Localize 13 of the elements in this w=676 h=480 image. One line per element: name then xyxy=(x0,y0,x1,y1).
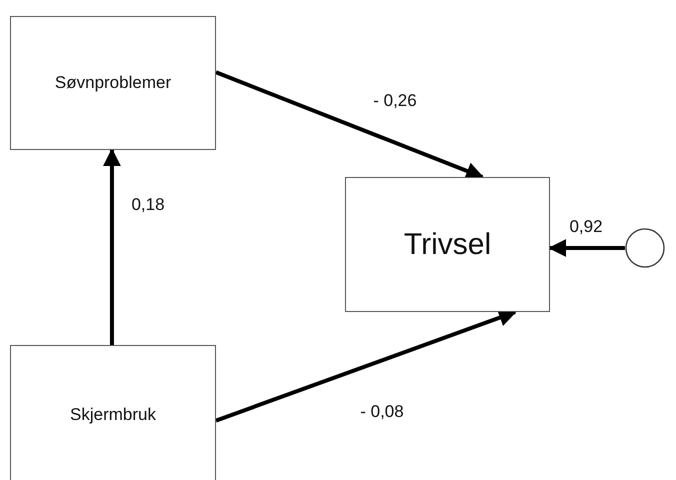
variable-box xyxy=(10,345,216,480)
edge-label: - 0,08 xyxy=(358,402,406,422)
arrow xyxy=(215,70,484,180)
variable-box xyxy=(345,177,550,312)
arrow xyxy=(102,148,121,345)
edge-label: - 0,26 xyxy=(371,91,419,111)
variable-name: Skjermbruk xyxy=(70,405,156,425)
edge-label: 0,18 xyxy=(129,195,167,215)
edge-label: 0,92 xyxy=(567,217,605,237)
variable-name: Trivsel xyxy=(404,228,492,262)
variable-box xyxy=(10,16,216,150)
arrow xyxy=(548,239,625,257)
variable-name: Søvnproblemer xyxy=(54,73,172,93)
